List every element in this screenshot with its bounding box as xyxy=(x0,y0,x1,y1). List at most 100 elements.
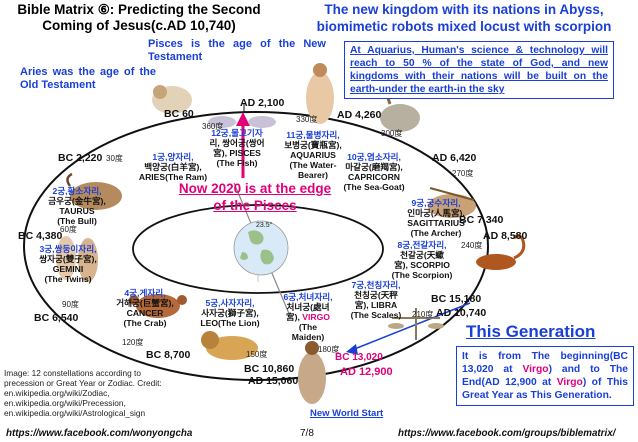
new-world-start-link[interactable]: New World Start xyxy=(310,408,384,419)
scorpio-scorpion-icon xyxy=(476,234,526,270)
sign-pisces-line2: 리, 쌍어궁(쌍어 xyxy=(209,138,265,148)
sign-taurus-line1: 2궁,황소자리, xyxy=(52,186,102,196)
sign-virgo-line5: Maiden) xyxy=(291,332,325,342)
sign-gemini-line1: 3궁,쌍둥이자리, xyxy=(39,244,97,254)
footer-right-link[interactable]: https://www.facebook.com/groups/biblemat… xyxy=(398,428,616,439)
libra-scales-icon xyxy=(388,308,444,340)
sign-cancer-line4: (The Crab) xyxy=(123,318,167,328)
inner-ellipse xyxy=(132,204,384,294)
sign-scorpio: 8궁,전갈자리, 천갈궁(天蠍 宮), SCORPIO (The Scorpio… xyxy=(382,240,462,280)
degree-120: 120度 xyxy=(122,338,144,347)
sign-leo-line1: 5궁,사자자리, xyxy=(205,298,255,308)
sign-aquarius: 11궁,물병자리, 보병궁(寶瓶宮), AQUARIUS (The Water-… xyxy=(276,130,350,180)
era-bc15180: BC 15,180 xyxy=(431,293,482,305)
degree-240: 240度 xyxy=(461,241,483,250)
sign-taurus: 2궁,황소자리, 금우궁(金牛宮), TAURUS (The Bull) xyxy=(40,186,114,226)
sign-cancer-line2: 거해궁(巨蟹宮), xyxy=(116,298,174,308)
aries-age-note: Aries was the age of the Old Testament xyxy=(20,66,156,91)
degree-300: 300度 xyxy=(381,129,403,138)
era-ad4260: AD 4,260 xyxy=(337,109,382,121)
sagittarius-archer-icon xyxy=(428,187,476,218)
credit-line2: precession or Great Year or Zodiac. Cred… xyxy=(4,378,162,388)
sign-aries: 1궁,양자리, 백양궁(白羊宮), ARIES(The Ram) xyxy=(136,152,210,182)
sign-leo: 5궁,사자자리, 사자궁(獅子宮), LEO(The Lion) xyxy=(190,298,270,328)
sign-aquarius-line2: 보병궁(寶瓶宮), xyxy=(284,140,342,150)
sign-capricorn: 10궁,염소자리, 마갈궁(磨羯宮), CAPRICORN (The Sea-G… xyxy=(334,152,414,192)
sign-leo-line3: LEO(The Lion) xyxy=(200,318,260,328)
sign-libra-line1: 7궁,천칭자리, xyxy=(351,280,401,290)
outer-ellipse xyxy=(23,111,489,381)
sign-virgo-line4: (The xyxy=(298,322,318,332)
era-bc6540: BC 6,540 xyxy=(34,312,79,324)
sign-virgo-name: VIRGO xyxy=(302,312,330,322)
taurus-bull-icon xyxy=(66,172,122,210)
now-arrow-icon xyxy=(236,112,250,178)
cancer-crab-icon xyxy=(129,294,187,318)
credit-line4: en.wikipedia.org/wiki/Precession, xyxy=(4,398,126,408)
generation-text-2: ) and to The End(AD 12,900 at xyxy=(462,364,629,388)
degree-360: 360度 xyxy=(202,122,224,131)
degree-30: 30度 xyxy=(106,154,123,163)
sign-taurus-line4: (The Bull) xyxy=(57,216,97,226)
era-bc7340: BC 7,340 xyxy=(459,214,504,226)
footer-left-link[interactable]: https://www.facebook.com/wonyongcha xyxy=(6,428,193,439)
sign-virgo-line1: 6궁,처녀자리, xyxy=(283,292,333,302)
tilt-angle: 23.5° xyxy=(256,222,273,229)
virgo-maiden-icon xyxy=(298,341,326,404)
this-generation-box: It is from The beginning(BC 13,020 at Vi… xyxy=(456,346,634,406)
earth-globe-icon xyxy=(233,220,289,276)
sign-taurus-line2: 금우궁(金牛宮), xyxy=(48,196,106,206)
sign-sagittarius-line2: 인마궁(人馬宮), xyxy=(407,208,465,218)
sign-aquarius-line3: AQUARIUS xyxy=(290,150,336,160)
sign-virgo-line3: 宮), xyxy=(286,312,303,322)
era-ad2100: AD 2,100 xyxy=(240,97,285,109)
era-bc13020: BC 13,020 xyxy=(335,352,383,363)
generation-virgo-1: Virgo xyxy=(522,364,549,375)
sign-virgo: 6궁,처녀자리, 처녀궁(處녀 宮), VIRGO (The Maiden) xyxy=(272,292,344,342)
degree-270: 270度 xyxy=(452,169,474,178)
era-bc60: BC 60 xyxy=(164,108,194,120)
era-ad8580: AD 8,580 xyxy=(483,230,528,242)
sign-sagittarius-line4: (The Archer) xyxy=(410,228,462,238)
degree-60: 60度 xyxy=(60,225,77,234)
sign-capricorn-line1: 10궁,염소자리, xyxy=(347,152,401,162)
pisces-age-note: Pisces is the age of the New Testament xyxy=(148,38,326,63)
era-bc10860: BC 10,860 xyxy=(244,363,295,375)
degree-90: 90度 xyxy=(62,300,79,309)
aries-ram-icon xyxy=(152,85,192,114)
sign-sagittarius-line1: 9궁,궁수자리, xyxy=(411,198,461,208)
credit-line3: en.wikipedia.org/wiki/Zodiac, xyxy=(4,388,110,398)
sign-capricorn-line2: 마갈궁(磨羯宮), xyxy=(345,162,403,172)
sign-leo-line2: 사자궁(獅子宮), xyxy=(201,308,259,318)
era-ad10740: AD 10,740 xyxy=(436,307,487,319)
sign-aries-line1: 1궁,양자리, xyxy=(152,152,194,162)
generation-text-1: It is from The beginning(BC 13,020 at xyxy=(462,351,628,375)
sign-scorpio-line2: 천갈궁(天蠍 xyxy=(400,250,444,260)
page-title: Bible Matrix ⑥: Predicting the Second Co… xyxy=(17,2,261,33)
now-2020-note: Now 2020 is at the edge of the Pisces xyxy=(178,181,332,213)
sign-aries-line3: ARIES(The Ram) xyxy=(138,172,208,182)
credit-line1: Image: 12 constellations according to xyxy=(4,368,141,378)
era-ad15060: AD 15,060 xyxy=(248,375,299,387)
sign-gemini: 3궁,쌍둥이자리, 쌍자궁(雙子宮), GEMINI (The Twins) xyxy=(28,244,108,284)
sign-aquarius-line4: (The Water- xyxy=(289,160,337,170)
pisces-fish-icon xyxy=(208,116,276,128)
sign-cancer: 4궁,게자리, 거해궁(巨蟹宮), CANCER (The Crab) xyxy=(108,288,182,328)
sign-virgo-line2: 처녀궁(處녀 xyxy=(286,302,330,312)
sign-gemini-line4: (The Twins) xyxy=(44,274,92,284)
sign-sagittarius: 9궁,궁수자리, 인마궁(人馬宮), SAGITTARIUS (The Arch… xyxy=(396,198,476,238)
degree-180: 180度 xyxy=(318,345,340,354)
page-number: 7/8 xyxy=(300,428,314,439)
sign-libra-line4: (The Scales) xyxy=(350,310,402,320)
page-subtitle: The new kingdom with its nations in Abys… xyxy=(316,2,612,34)
era-bc8700: BC 8,700 xyxy=(146,349,191,361)
leo-lion-icon xyxy=(201,331,258,360)
sign-libra-line2: 천칭궁(天秤 xyxy=(354,290,398,300)
aquarius-water-bearer-icon xyxy=(306,63,334,124)
sign-pisces: 12궁,물고기자 리, 쌍어궁(쌍어 宮), PISCES (The Fish) xyxy=(200,128,274,168)
aquarius-note-box: At Aquarius, Human's science & technolog… xyxy=(344,41,614,99)
sign-gemini-line3: GEMINI xyxy=(52,264,84,274)
sign-gemini-line2: 쌍자궁(雙子宮), xyxy=(39,254,97,264)
degree-210: 210度 xyxy=(412,310,434,319)
